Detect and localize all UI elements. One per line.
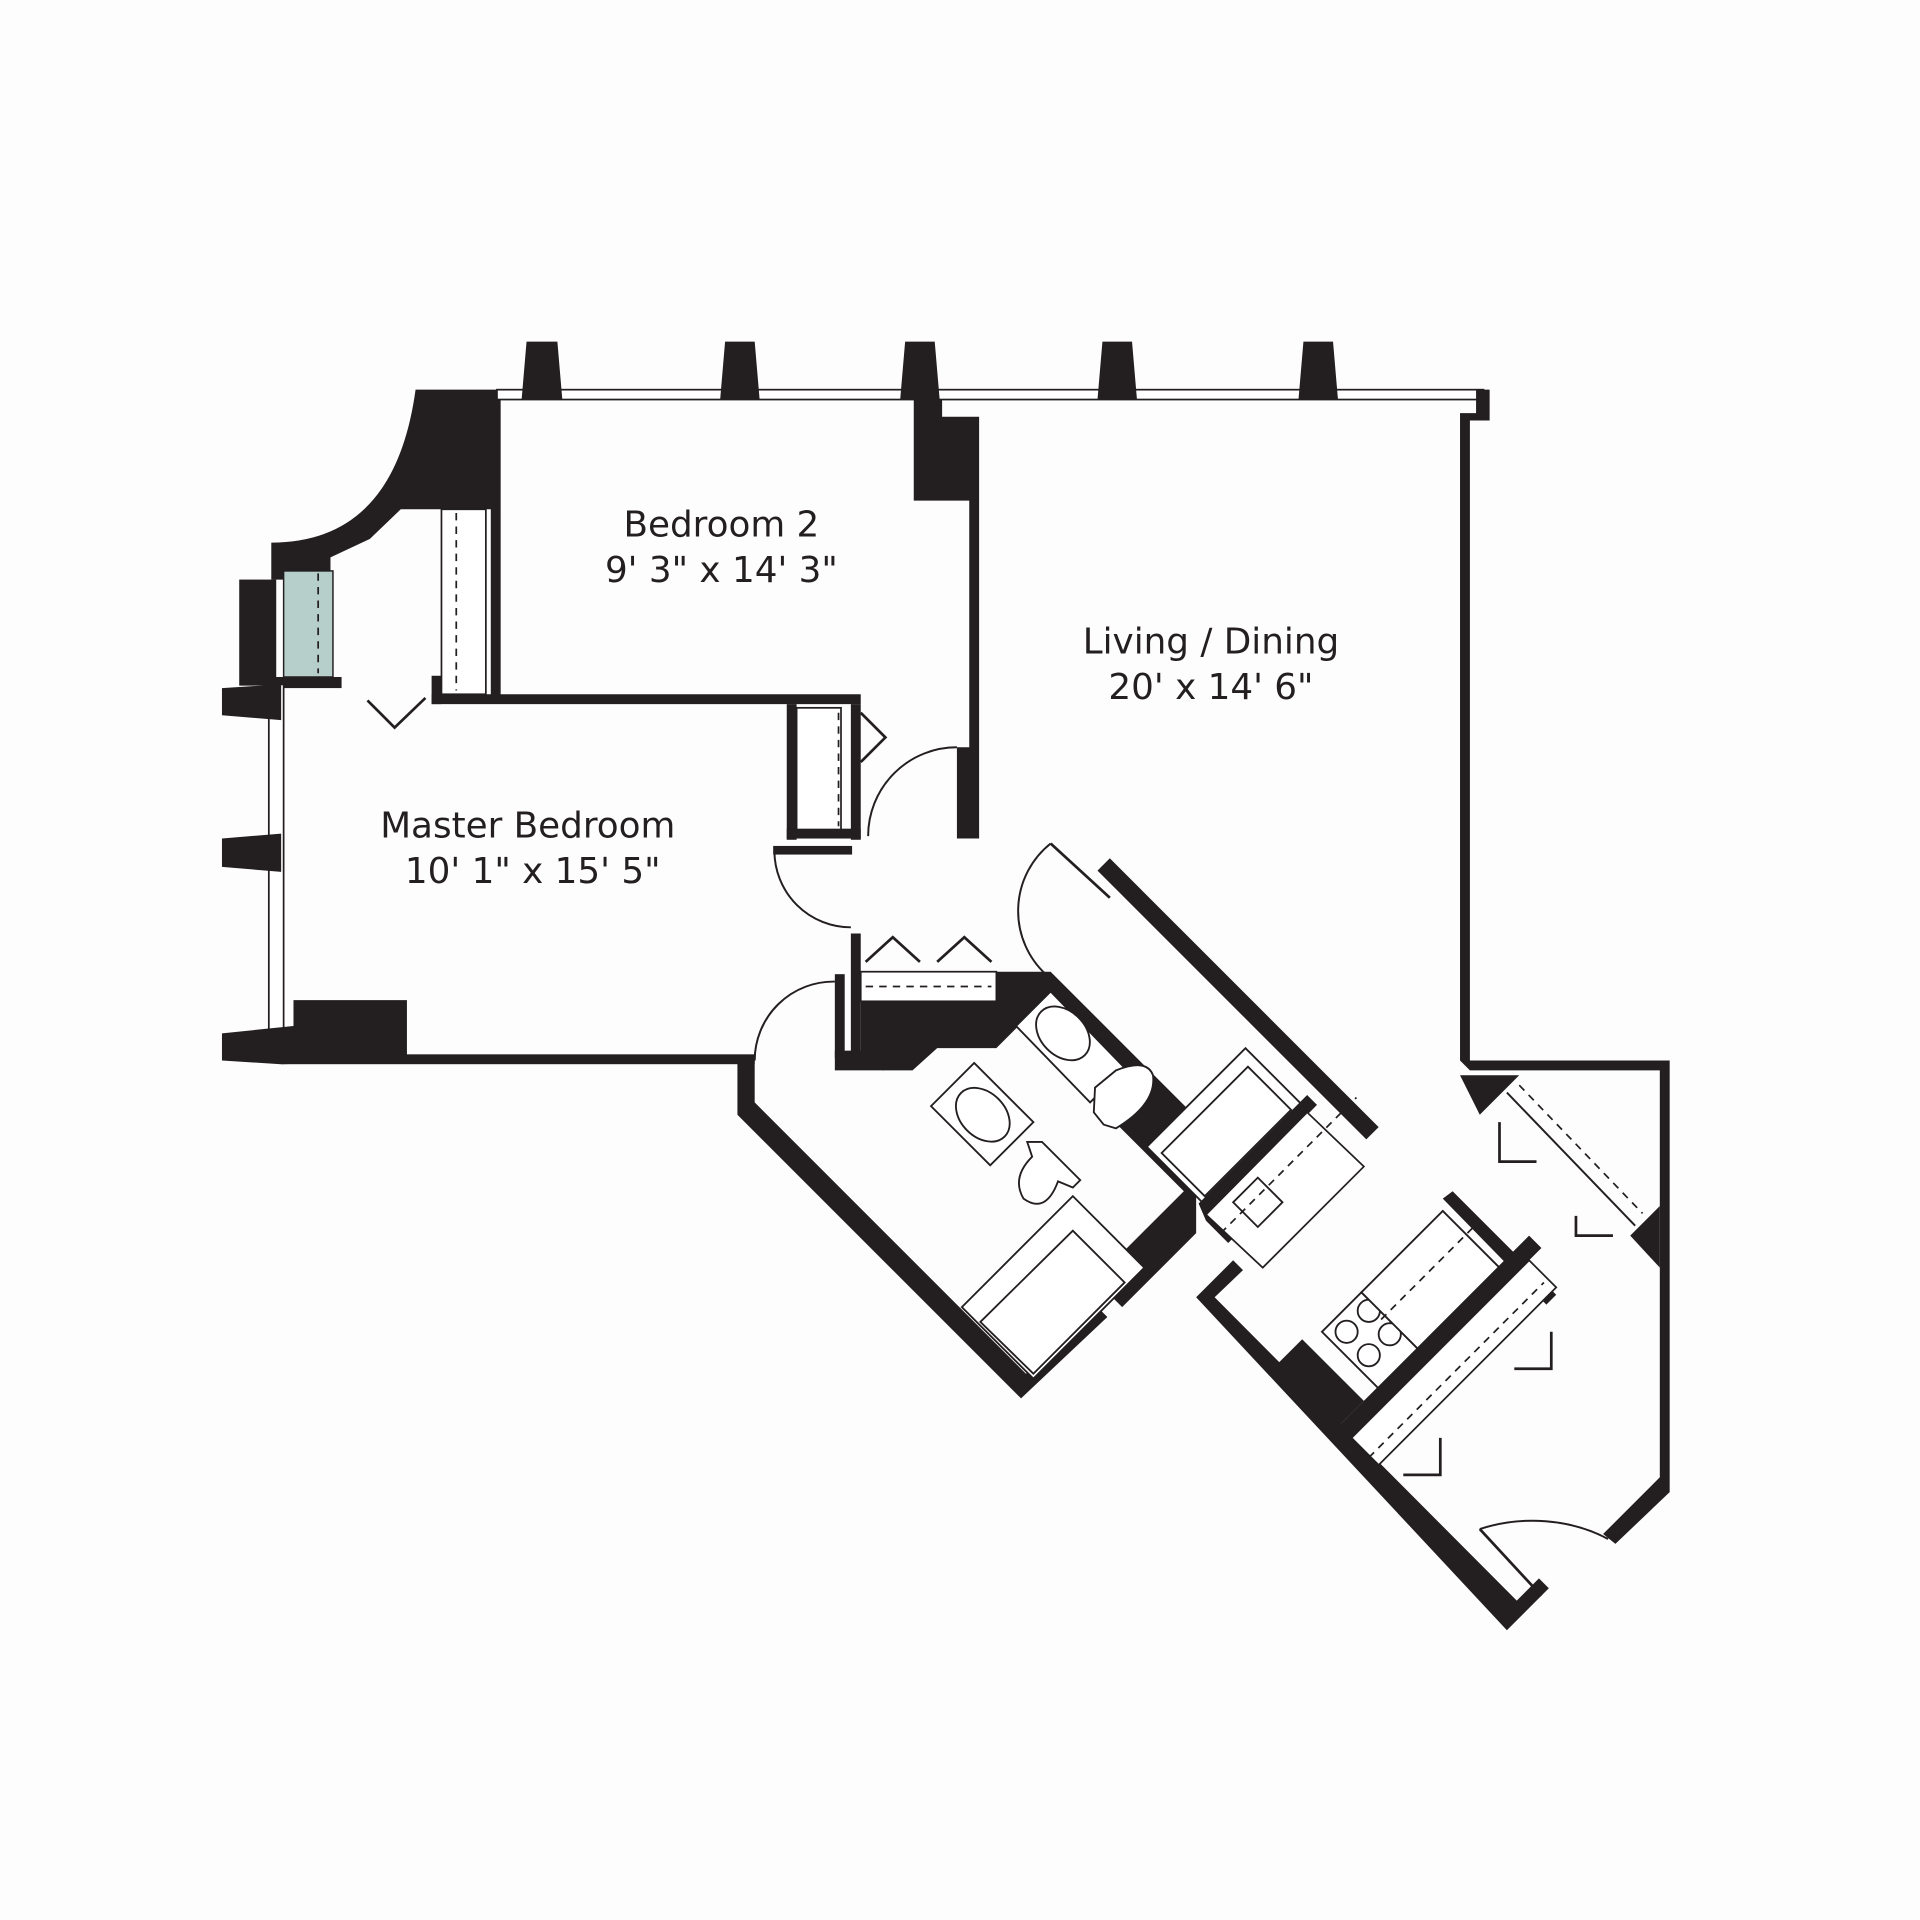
room-name-living-dining: Living / Dining	[1083, 622, 1339, 663]
hall-closets	[773, 704, 957, 1057]
top-window-wall	[496, 341, 1490, 1061]
kitchen	[1196, 1095, 1558, 1631]
room-name-master-bedroom: Master Bedroom	[380, 805, 675, 846]
room-name-bedroom-2: Bedroom 2	[623, 504, 819, 545]
entry-foyer	[1460, 1060, 1670, 1597]
room-dims-bedroom-2: 9' 3" x 14' 3"	[605, 550, 838, 591]
room-dims-master-bedroom: 10' 1" x 15' 5"	[405, 851, 661, 892]
bath-core	[737, 842, 1379, 1399]
master-left-wall	[221, 683, 755, 1065]
bedroom-2-walls	[431, 399, 980, 839]
room-dims-living-dining: 20' x 14' 6"	[1108, 667, 1313, 708]
curved-corner	[239, 389, 497, 730]
room-labels: Bedroom 2 9' 3" x 14' 3" Living / Dining…	[380, 504, 1339, 892]
